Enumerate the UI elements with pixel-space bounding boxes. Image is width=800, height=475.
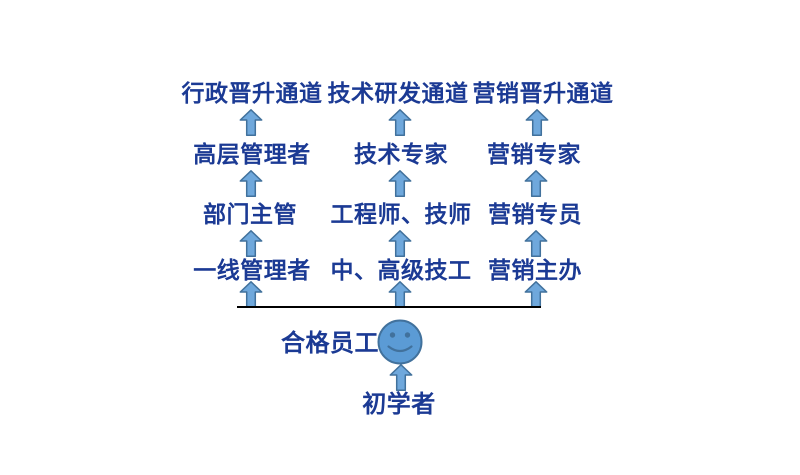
level-label-admin-2: 部门主管 — [203, 201, 297, 227]
qualified-employee-label: 合格员工 — [281, 330, 379, 357]
up-arrow-icon — [239, 170, 263, 197]
up-arrow-icon — [388, 281, 412, 308]
up-arrow-icon — [239, 109, 263, 136]
up-arrow-icon — [239, 230, 263, 257]
column-title-technical: 技术研发通道 — [327, 80, 469, 106]
up-arrow-icon — [388, 109, 412, 136]
up-arrow-icon — [388, 170, 412, 197]
column-title-admin: 行政晋升通道 — [181, 80, 323, 106]
level-label-marketing-3: 营销主办 — [488, 257, 582, 283]
smiley-face-icon — [377, 319, 423, 365]
level-label-technical-2: 工程师、技师 — [330, 201, 472, 227]
level-label-technical-1: 技术专家 — [354, 141, 448, 167]
level-label-marketing-2: 营销专员 — [488, 201, 582, 227]
up-arrow-icon — [388, 230, 412, 257]
up-arrow-icon — [389, 364, 413, 391]
level-label-admin-1: 高层管理者 — [193, 141, 311, 167]
up-arrow-icon — [524, 230, 548, 257]
beginner-label: 初学者 — [362, 391, 436, 418]
up-arrow-icon — [524, 281, 548, 308]
column-title-marketing: 营销晋升通道 — [472, 80, 614, 106]
up-arrow-icon — [239, 281, 263, 308]
baseline — [237, 306, 541, 308]
level-label-admin-3: 一线管理者 — [193, 257, 311, 283]
up-arrow-icon — [524, 170, 548, 197]
level-label-marketing-1: 营销专家 — [487, 141, 581, 167]
up-arrow-icon — [525, 109, 549, 136]
level-label-technical-3: 中、高级技工 — [330, 257, 472, 283]
